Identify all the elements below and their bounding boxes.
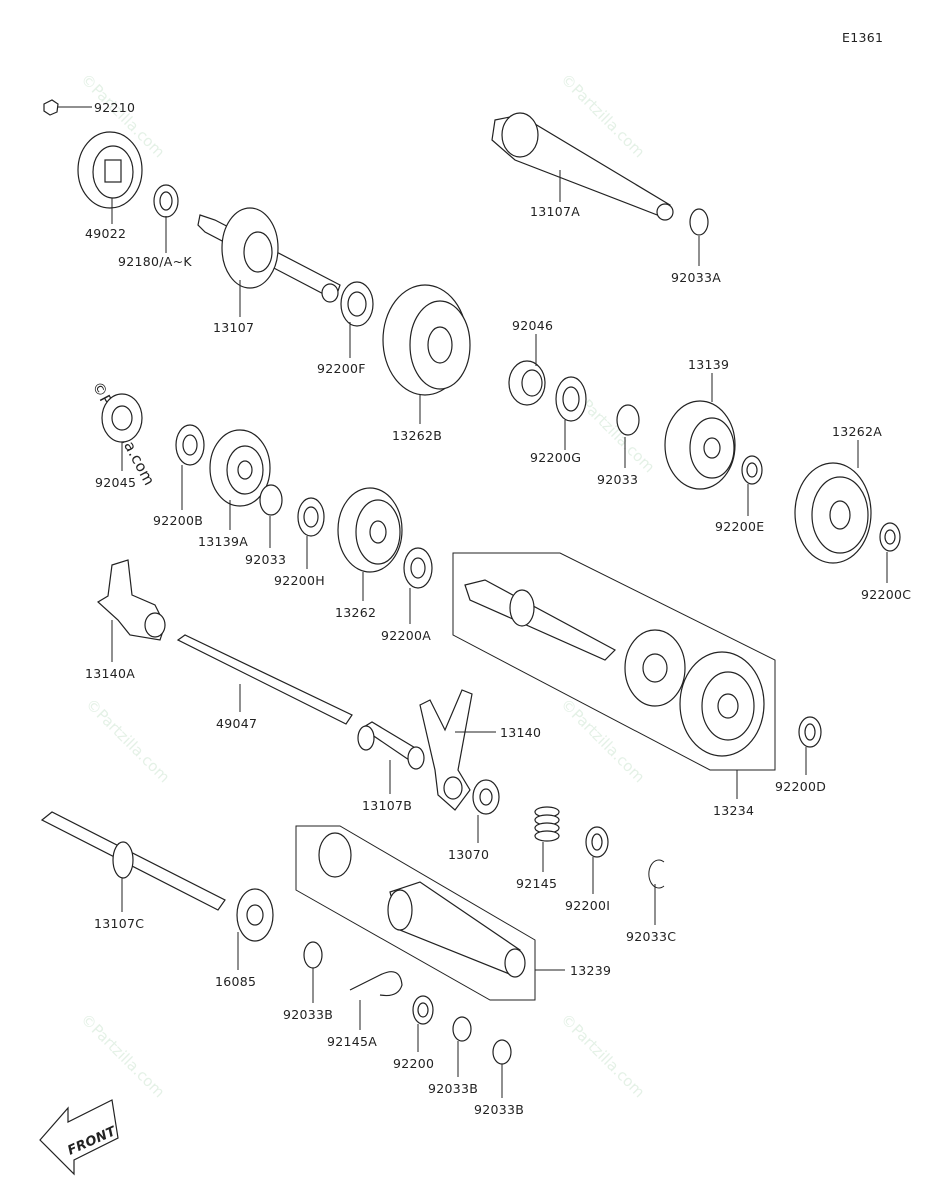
part-label: 92033 [597, 472, 638, 487]
watermark: ©Partzilla.com [82, 695, 173, 786]
part-label: 92200E [715, 519, 764, 534]
spring-92145 [534, 806, 560, 842]
part-label: 92045 [95, 475, 136, 490]
part-label: 13262B [392, 428, 442, 443]
part-label: 13107B [362, 798, 412, 813]
part-label: 13139A [198, 534, 248, 549]
part-label: 92200G [530, 450, 581, 465]
assembly-box-13234 [452, 552, 776, 771]
part-label: 13107 [213, 320, 254, 335]
part-label: 13239 [570, 963, 611, 978]
gear-13139 [664, 400, 736, 490]
watermarks: ©Partzilla.com ©Partzilla.com ©Partzilla… [77, 70, 658, 1101]
shaft-13107c [40, 811, 226, 911]
spring-92145a [349, 971, 403, 997]
part-label: 92033B [474, 1102, 524, 1117]
circlip-92033b-1 [303, 941, 323, 969]
part-label: 92210 [94, 100, 135, 115]
shaft-13107a [491, 112, 674, 221]
circlip-92033b-2 [452, 1016, 472, 1042]
watermark: ©Partzilla.com [557, 695, 648, 786]
part-label: 92180/A~K [118, 254, 192, 269]
gear-13139a [209, 429, 271, 507]
part-label: 13107C [94, 916, 144, 931]
part-label: 92200D [775, 779, 826, 794]
watermark: ©Partzilla.com [77, 1010, 168, 1101]
part-label: 92200H [274, 573, 325, 588]
circlip-92033a [689, 208, 709, 236]
gear-49022 [77, 131, 143, 209]
part-label: 13262 [335, 605, 376, 620]
shift-rod-49047 [176, 634, 353, 725]
assembly-box-13239 [295, 825, 536, 1001]
gear-13262b [382, 284, 471, 396]
circlip-92033-left [259, 484, 283, 516]
part-label: 13107A [530, 204, 580, 219]
shaft-assembly-13234 [464, 579, 765, 757]
bearing-92045 [101, 393, 143, 443]
watermark: ©Partzilla.com [557, 1010, 648, 1101]
part-label: 16085 [215, 974, 256, 989]
part-label: 13262A [832, 424, 882, 439]
front-arrow: FRONT [39, 1099, 119, 1176]
part-label: 92046 [512, 318, 553, 333]
part-label: 92033B [283, 1007, 333, 1022]
gear-13262a [794, 462, 872, 564]
part-label: 92033 [245, 552, 286, 567]
circlip-92033b-3 [492, 1039, 512, 1065]
part-label: 13140 [500, 725, 541, 740]
circlip-92033c [648, 859, 665, 889]
part-label: 13140A [85, 666, 135, 681]
part-label: 49022 [85, 226, 126, 241]
part-label: 13139 [688, 357, 729, 372]
shift-drum-13239 [318, 832, 526, 978]
part-label: 92145A [327, 1034, 377, 1049]
part-label: 13070 [448, 847, 489, 862]
shift-fork-13140a [96, 559, 166, 641]
part-label: 92200B [153, 513, 203, 528]
part-label: 13234 [713, 803, 754, 818]
part-label: 49047 [216, 716, 257, 731]
sleeve-13107b [357, 721, 425, 770]
part-label: 92200F [317, 361, 366, 376]
part-label: 92145 [516, 876, 557, 891]
part-label: 92033B [428, 1081, 478, 1096]
part-label: 92200 [393, 1056, 434, 1071]
diagram-code: E1361 [842, 30, 883, 45]
part-label: 92200C [861, 587, 911, 602]
shift-fork-13140 [419, 689, 473, 811]
circlip-92033 [616, 404, 640, 436]
part-label: 92033A [671, 270, 721, 285]
nut-92210 [43, 99, 59, 116]
part-label: 92200A [381, 628, 431, 643]
shaft-13107 [197, 207, 341, 303]
gear-13262 [337, 487, 403, 573]
part-label: 92200I [565, 898, 610, 913]
part-label: 92033C [626, 929, 676, 944]
